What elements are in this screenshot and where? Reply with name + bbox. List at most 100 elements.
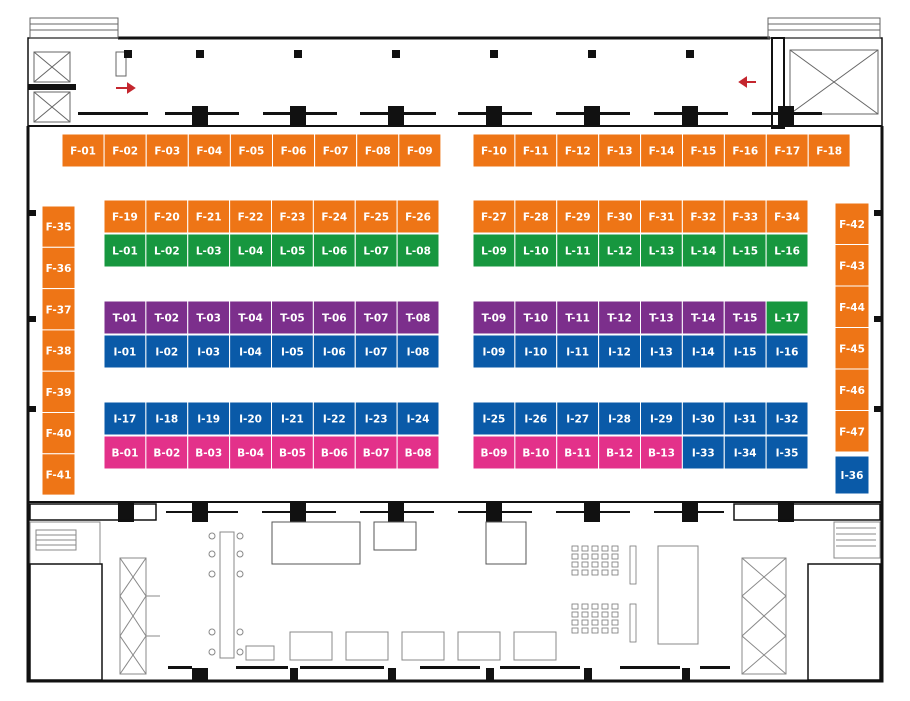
booth-i-05[interactable]: I-05 xyxy=(271,334,314,369)
booth-i-35[interactable]: I-35 xyxy=(765,435,809,470)
booth-f-14[interactable]: F-14 xyxy=(640,133,683,168)
booth-f-28[interactable]: F-28 xyxy=(514,199,558,234)
booth-i-06[interactable]: I-06 xyxy=(312,334,356,369)
booth-i-15[interactable]: I-15 xyxy=(723,334,767,369)
booth-f-17[interactable]: F-17 xyxy=(765,133,809,168)
booth-f-30[interactable]: F-30 xyxy=(598,199,641,234)
booth-f-33[interactable]: F-33 xyxy=(723,199,767,234)
booth-t-09[interactable]: T-09 xyxy=(472,300,516,335)
booth-i-10[interactable]: I-10 xyxy=(514,334,558,369)
booth-f-37[interactable]: F-37 xyxy=(41,288,76,331)
booth-t-02[interactable]: T-02 xyxy=(145,300,189,335)
booth-i-11[interactable]: I-11 xyxy=(556,334,600,369)
booth-i-27[interactable]: I-27 xyxy=(556,401,600,436)
booth-i-23[interactable]: I-23 xyxy=(354,401,398,436)
booth-f-40[interactable]: F-40 xyxy=(41,412,76,455)
booth-l-17[interactable]: L-17 xyxy=(765,300,809,335)
booth-i-33[interactable]: I-33 xyxy=(681,435,725,470)
booth-t-15[interactable]: T-15 xyxy=(723,300,767,335)
booth-i-25[interactable]: I-25 xyxy=(472,401,516,436)
booth-l-14[interactable]: L-14 xyxy=(681,233,725,268)
booth-f-20[interactable]: F-20 xyxy=(145,199,189,234)
booth-i-08[interactable]: I-08 xyxy=(396,334,440,369)
booth-i-32[interactable]: I-32 xyxy=(765,401,809,436)
booth-f-36[interactable]: F-36 xyxy=(41,246,76,290)
booth-f-21[interactable]: F-21 xyxy=(187,199,231,234)
booth-l-02[interactable]: L-02 xyxy=(145,233,189,268)
booth-f-08[interactable]: F-08 xyxy=(356,133,400,168)
booth-b-13[interactable]: B-13 xyxy=(640,435,683,470)
booth-f-13[interactable]: F-13 xyxy=(598,133,642,168)
booth-f-18[interactable]: F-18 xyxy=(807,133,851,168)
booth-l-04[interactable]: L-04 xyxy=(229,233,272,268)
booth-b-06[interactable]: B-06 xyxy=(312,435,356,470)
booth-f-07[interactable]: F-07 xyxy=(314,133,358,168)
booth-t-06[interactable]: T-06 xyxy=(312,300,356,335)
booth-i-04[interactable]: I-04 xyxy=(229,334,272,369)
booth-i-19[interactable]: I-19 xyxy=(187,401,231,436)
booth-f-26[interactable]: F-26 xyxy=(396,199,440,234)
booth-b-10[interactable]: B-10 xyxy=(514,435,558,470)
booth-l-16[interactable]: L-16 xyxy=(765,233,809,268)
booth-b-07[interactable]: B-07 xyxy=(354,435,398,470)
booth-f-01[interactable]: F-01 xyxy=(61,133,105,168)
booth-f-38[interactable]: F-38 xyxy=(41,329,76,372)
booth-i-20[interactable]: I-20 xyxy=(229,401,272,436)
booth-i-09[interactable]: I-09 xyxy=(472,334,516,369)
booth-i-29[interactable]: I-29 xyxy=(640,401,683,436)
booth-f-43[interactable]: F-43 xyxy=(834,244,870,287)
booth-f-29[interactable]: F-29 xyxy=(556,199,600,234)
booth-i-03[interactable]: I-03 xyxy=(187,334,231,369)
booth-l-10[interactable]: L-10 xyxy=(514,233,558,268)
booth-f-47[interactable]: F-47 xyxy=(834,410,870,453)
booth-b-08[interactable]: B-08 xyxy=(396,435,440,470)
booth-i-31[interactable]: I-31 xyxy=(723,401,767,436)
booth-f-32[interactable]: F-32 xyxy=(681,199,725,234)
booth-f-15[interactable]: F-15 xyxy=(682,133,725,168)
booth-f-11[interactable]: F-11 xyxy=(514,133,558,168)
booth-f-22[interactable]: F-22 xyxy=(229,199,272,234)
booth-f-05[interactable]: F-05 xyxy=(229,133,273,168)
booth-f-45[interactable]: F-45 xyxy=(834,327,870,370)
booth-i-24[interactable]: I-24 xyxy=(396,401,440,436)
booth-l-15[interactable]: L-15 xyxy=(723,233,767,268)
booth-f-16[interactable]: F-16 xyxy=(723,133,767,168)
booth-f-25[interactable]: F-25 xyxy=(354,199,398,234)
booth-f-35[interactable]: F-35 xyxy=(41,205,76,248)
booth-f-34[interactable]: F-34 xyxy=(765,199,809,234)
booth-f-03[interactable]: F-03 xyxy=(145,133,189,168)
booth-t-05[interactable]: T-05 xyxy=(271,300,314,335)
booth-f-46[interactable]: F-46 xyxy=(834,368,870,411)
booth-t-13[interactable]: T-13 xyxy=(640,300,683,335)
booth-i-13[interactable]: I-13 xyxy=(640,334,683,369)
booth-l-09[interactable]: L-09 xyxy=(472,233,516,268)
booth-f-23[interactable]: F-23 xyxy=(271,199,314,234)
booth-t-08[interactable]: T-08 xyxy=(396,300,440,335)
booth-t-03[interactable]: T-03 xyxy=(187,300,231,335)
booth-i-14[interactable]: I-14 xyxy=(681,334,725,369)
booth-i-17[interactable]: I-17 xyxy=(103,401,147,436)
booth-b-12[interactable]: B-12 xyxy=(598,435,641,470)
booth-l-05[interactable]: L-05 xyxy=(271,233,314,268)
booth-f-12[interactable]: F-12 xyxy=(556,133,600,168)
booth-b-05[interactable]: B-05 xyxy=(271,435,314,470)
booth-l-08[interactable]: L-08 xyxy=(396,233,440,268)
booth-f-19[interactable]: F-19 xyxy=(103,199,147,234)
booth-b-02[interactable]: B-02 xyxy=(145,435,189,470)
booth-t-04[interactable]: T-04 xyxy=(229,300,272,335)
booth-i-28[interactable]: I-28 xyxy=(598,401,641,436)
booth-f-42[interactable]: F-42 xyxy=(834,202,870,245)
booth-i-30[interactable]: I-30 xyxy=(681,401,725,436)
booth-t-10[interactable]: T-10 xyxy=(514,300,558,335)
booth-l-06[interactable]: L-06 xyxy=(312,233,356,268)
booth-b-09[interactable]: B-09 xyxy=(472,435,516,470)
booth-b-03[interactable]: B-03 xyxy=(187,435,231,470)
booth-i-18[interactable]: I-18 xyxy=(145,401,189,436)
booth-t-01[interactable]: T-01 xyxy=(103,300,147,335)
booth-i-36[interactable]: I-36 xyxy=(834,455,870,495)
booth-i-12[interactable]: I-12 xyxy=(598,334,641,369)
booth-i-01[interactable]: I-01 xyxy=(103,334,147,369)
booth-f-31[interactable]: F-31 xyxy=(640,199,683,234)
booth-t-07[interactable]: T-07 xyxy=(354,300,398,335)
booth-f-44[interactable]: F-44 xyxy=(834,285,870,328)
